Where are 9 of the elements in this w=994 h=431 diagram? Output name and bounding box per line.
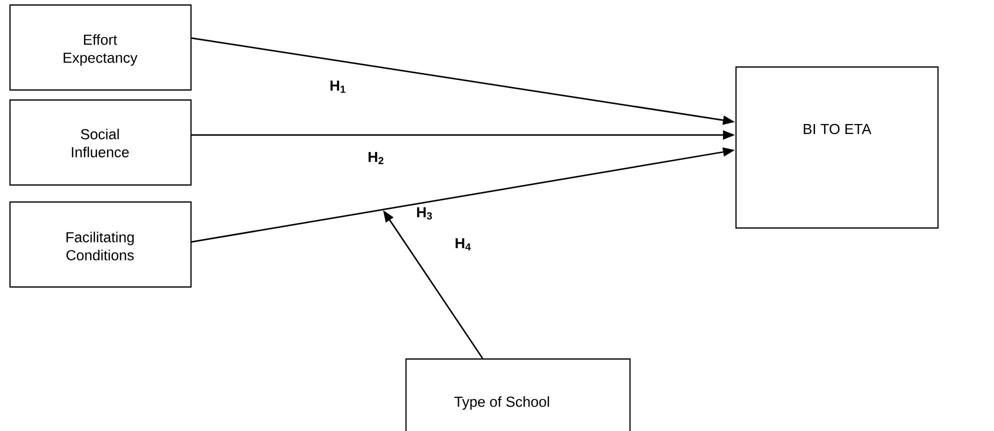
concept-box: Facilitating Conditions [9, 201, 192, 288]
concept-box: Effort Expectancy [9, 4, 192, 91]
edge-label: H$_{2}$ [366, 150, 386, 166]
concept-box: Social Influence [9, 99, 192, 186]
concept-box: BI TO ETA [735, 66, 939, 229]
edge-label: H$_{1}$ [328, 80, 348, 94]
edge-label: H$_{4}$ [454, 237, 472, 252]
edge-label: H$_{3}$ [415, 206, 434, 220]
concept-box: Type of School [405, 358, 631, 431]
